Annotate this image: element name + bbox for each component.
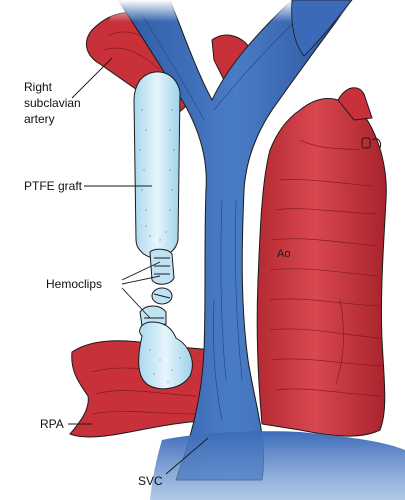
ptfe-graft <box>133 71 181 259</box>
svc-base <box>150 431 405 500</box>
hemoclip-upper <box>149 248 175 305</box>
graft-anastomosis <box>138 321 193 390</box>
innominate-vein <box>291 0 353 57</box>
leader-hemoclip-1 <box>121 261 161 281</box>
label-ptfe-graft: PTFE graft <box>24 179 83 193</box>
leader-hemoclip-3 <box>121 287 151 319</box>
label-right-subclavian-1: Right <box>24 80 53 94</box>
label-svc: SVC <box>138 474 163 488</box>
label-right-subclavian-3: artery <box>24 112 55 126</box>
leader-hemoclip-2 <box>121 275 161 285</box>
leader-svc <box>165 437 209 475</box>
leader-right-subclavian <box>71 57 113 99</box>
label-hemoclips: Hemoclips <box>46 277 103 291</box>
label-ao: Ao <box>277 248 291 260</box>
label-rpa: RPA <box>40 417 64 431</box>
aortic-branch <box>337 87 373 121</box>
hemoclip-lower <box>139 305 167 327</box>
aorta <box>256 98 387 437</box>
label-right-subclavian-2: subclavian <box>24 96 81 110</box>
